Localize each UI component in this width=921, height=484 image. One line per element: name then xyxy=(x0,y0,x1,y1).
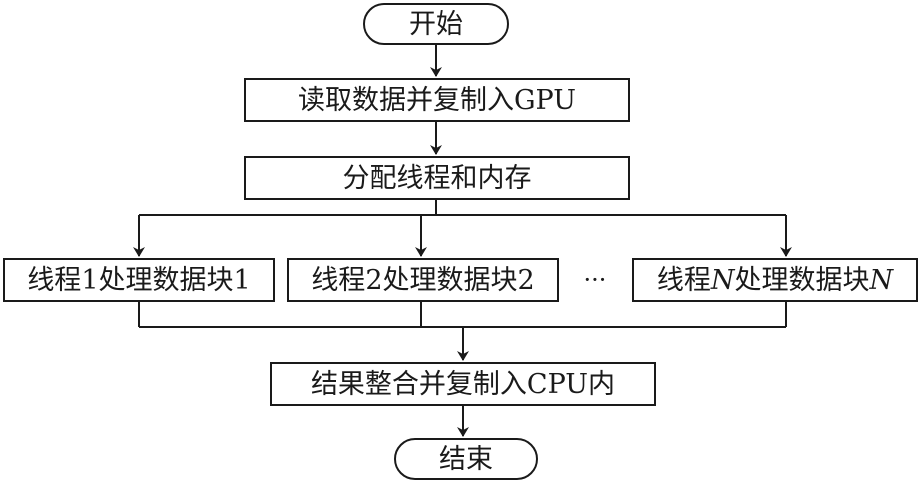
merge-label: 结果整合并复制入CPU内 xyxy=(310,368,616,400)
end-terminal: 结束 xyxy=(394,438,538,480)
end-label: 结束 xyxy=(439,443,493,475)
thread-n-index: N xyxy=(710,264,735,296)
thread-2-suffix: 2 xyxy=(517,264,535,296)
start-terminal: 开始 xyxy=(363,3,509,45)
read-data-step: 读取数据并复制入GPU xyxy=(244,78,630,122)
allocate-label: 分配线程和内存 xyxy=(342,162,532,194)
ellipsis: ··· xyxy=(583,266,607,294)
thread-2-prefix: 线程 xyxy=(311,264,366,296)
thread-1-mid: 处理数据块 xyxy=(98,264,234,296)
thread-1-suffix: 1 xyxy=(233,264,251,296)
thread-n-mid: 处理数据块 xyxy=(734,264,870,296)
thread-1-index: 1 xyxy=(81,264,99,296)
thread-2-mid: 处理数据块 xyxy=(382,264,518,296)
start-label: 开始 xyxy=(409,8,463,40)
thread-1-prefix: 线程 xyxy=(27,264,82,296)
thread-n-prefix: 线程 xyxy=(656,264,711,296)
allocate-step: 分配线程和内存 xyxy=(244,156,630,200)
merge-step: 结果整合并复制入CPU内 xyxy=(270,362,656,406)
thread-n-suffix: N xyxy=(869,264,894,296)
read-data-label: 读取数据并复制入GPU xyxy=(297,84,576,116)
thread-2-index: 2 xyxy=(365,264,383,296)
